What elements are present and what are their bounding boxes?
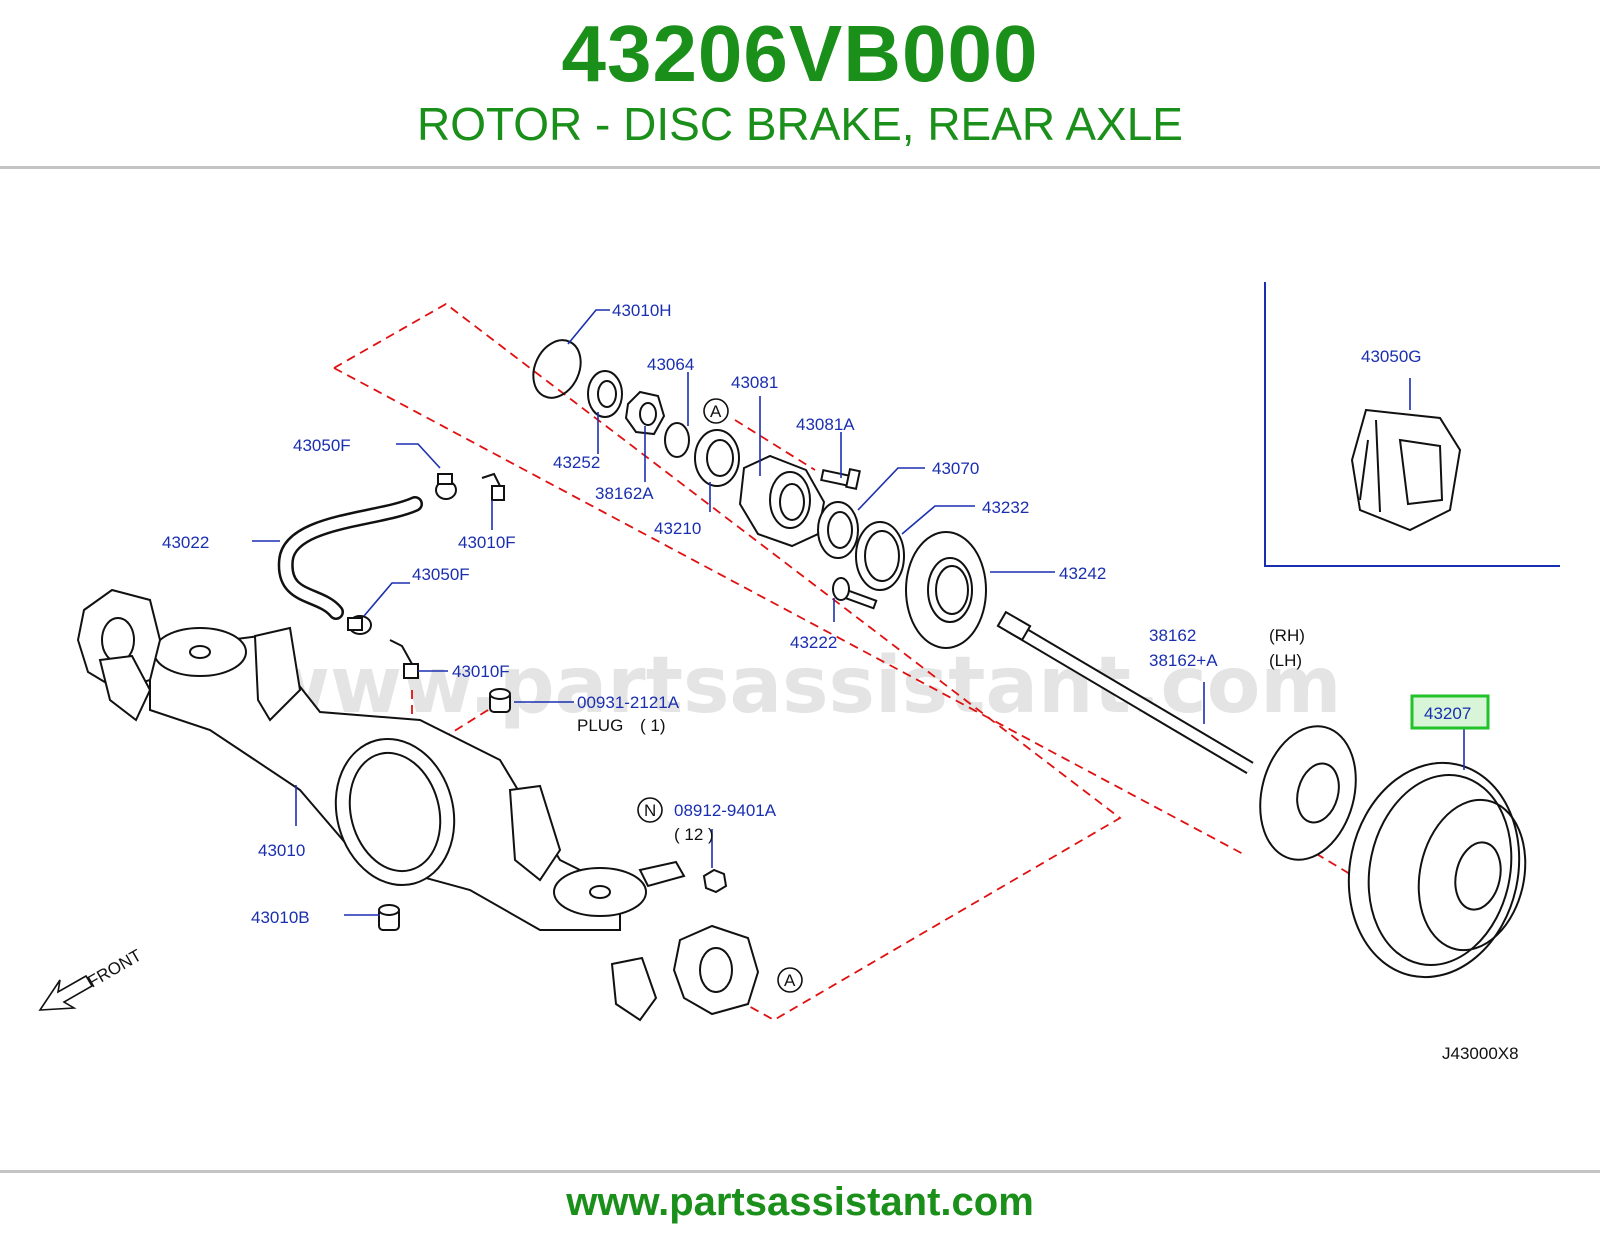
plug-00931-2121A [489, 688, 511, 713]
footer-divider [0, 1170, 1600, 1173]
callout-circle-n [637, 797, 663, 823]
label-lh: (LH) [1269, 651, 1302, 670]
seal-ring-43232 [855, 521, 905, 591]
nut-08912-9401A [702, 868, 728, 894]
page-header: 43206VB000 ROTOR - DISC BRAKE, REAR AXLE [0, 0, 1600, 168]
label-43064: 43064 [647, 355, 694, 374]
breather-43010F-mid [389, 639, 419, 679]
seal-43070 [817, 501, 859, 559]
label-43207: 43207 [1424, 704, 1471, 723]
label-rh: (RH) [1269, 626, 1305, 645]
a-ref-dashed-top [734, 419, 816, 471]
bearing-43252 [587, 370, 623, 418]
bolt-43081A [820, 467, 861, 491]
label-43010: 43010 [258, 841, 305, 860]
label-43050G: 43050G [1361, 347, 1422, 366]
label-43081A: 43081A [796, 415, 855, 434]
footer-url-link[interactable]: www.partsassistant.com [566, 1180, 1034, 1224]
label-38162-plus-a: 38162+A [1149, 651, 1218, 670]
label-43010H: 43010H [612, 301, 672, 320]
label-38162: 38162 [1149, 626, 1196, 645]
label-43050F-top: 43050F [293, 436, 351, 455]
part-description: ROTOR - DISC BRAKE, REAR AXLE [416, 98, 1183, 150]
snap-ring-43064 [664, 422, 690, 458]
label-43010F-top: 43010F [458, 533, 516, 552]
label-43070: 43070 [932, 459, 979, 478]
callout-a-top: A [710, 402, 722, 421]
label-38162A: 38162A [595, 484, 654, 503]
stud-43222 [832, 577, 878, 610]
label-43222: 43222 [790, 633, 837, 652]
label-43242: 43242 [1059, 564, 1106, 583]
bearing-43210 [694, 429, 740, 487]
hose-43022 [280, 498, 421, 618]
clip-43050F-top [435, 473, 457, 500]
callout-n: N [644, 801, 656, 820]
highlight-box-43207 [1410, 694, 1490, 730]
clip-43050F-mid [347, 615, 372, 635]
label-43081: 43081 [731, 373, 778, 392]
bearing-housing-43081 [738, 454, 826, 548]
label-43022: 43022 [162, 533, 209, 552]
front-label: FRONT [85, 946, 145, 992]
callout-circle-a-bottom [777, 967, 803, 993]
axle-housing-43010 [76, 588, 760, 1022]
spacer-43050G [1350, 408, 1462, 532]
label-plug-qty: ( 1) [640, 716, 666, 735]
label-08912-9401A: 08912-9401A [674, 801, 777, 820]
label-43232: 43232 [982, 498, 1029, 517]
label-00931-2121A: 00931-2121A [577, 693, 680, 712]
plug-dashed [447, 709, 489, 736]
label-43010B: 43010B [251, 908, 310, 927]
label-43210: 43210 [654, 519, 701, 538]
diagram-code: J43000X8 [1442, 1044, 1519, 1063]
backing-plate-43242 [905, 531, 987, 649]
part-number-title: 43206VB000 [561, 9, 1039, 98]
axle-shaft-38162 [996, 610, 1357, 861]
label-43252: 43252 [553, 453, 600, 472]
brake-rotor-43207 [1347, 761, 1527, 979]
label-08912-qty: ( 12 ) [674, 825, 714, 844]
label-plug: PLUG [577, 716, 623, 735]
callout-a-bottom: A [784, 971, 796, 990]
label-43010F-mid: 43010F [452, 662, 510, 681]
nut-38162A [624, 390, 666, 436]
o-ring-43010H [532, 339, 582, 399]
inset-frame [1264, 282, 1560, 567]
plug-43010B [378, 904, 400, 931]
label-43050F-mid: 43050F [412, 565, 470, 584]
assembly-axis-dashed [333, 367, 1246, 856]
callout-circle-a-top [703, 398, 729, 424]
front-arrow-icon [38, 974, 94, 1011]
breather-43010F-top [481, 472, 505, 501]
header-divider [0, 166, 1600, 169]
